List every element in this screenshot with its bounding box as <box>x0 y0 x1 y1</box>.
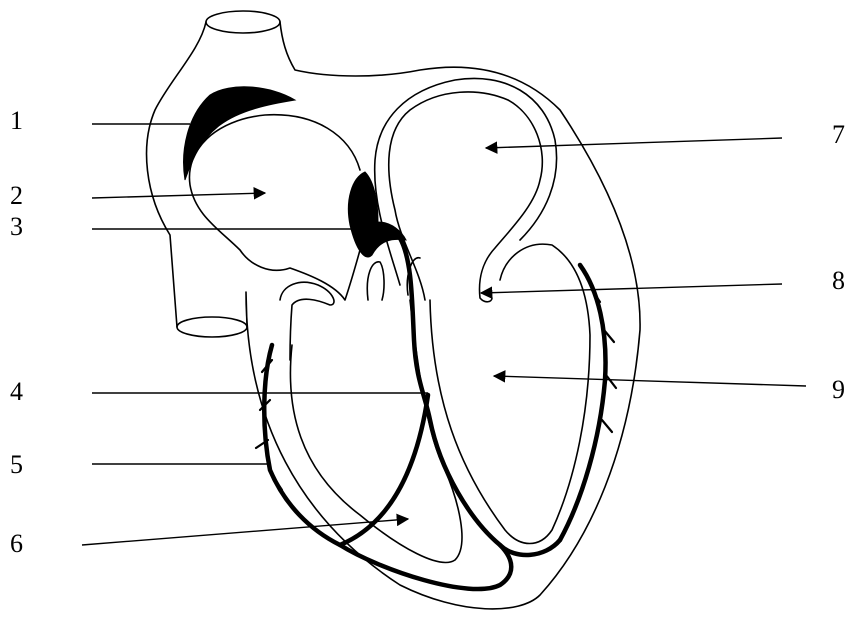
leader-2 <box>92 193 265 198</box>
leader-9 <box>494 376 806 386</box>
inferior-vena-cava-opening <box>177 317 247 337</box>
leader-8 <box>481 284 782 293</box>
left-atrium-wall <box>389 92 543 302</box>
label-9: 9 <box>832 377 845 403</box>
av-node <box>348 172 406 257</box>
label-4: 4 <box>10 379 23 405</box>
right-bundle-branch <box>264 345 428 545</box>
right-valve-flap <box>280 282 334 360</box>
label-8: 8 <box>832 268 845 294</box>
label-1: 1 <box>10 108 23 134</box>
apex-bundle <box>340 545 511 589</box>
label-7: 7 <box>832 122 845 148</box>
sa-node <box>184 87 295 180</box>
superior-vena-cava-opening <box>206 11 280 33</box>
label-6: 6 <box>10 531 23 557</box>
label-3: 3 <box>10 214 23 240</box>
left-bundle-branch <box>560 265 606 540</box>
label-5: 5 <box>10 452 23 478</box>
right-atrium-wall <box>189 115 360 300</box>
leader-7 <box>486 138 782 148</box>
label-2: 2 <box>10 183 23 209</box>
left-ventricle-wall <box>430 244 590 543</box>
left-atrium-outer <box>375 78 557 285</box>
